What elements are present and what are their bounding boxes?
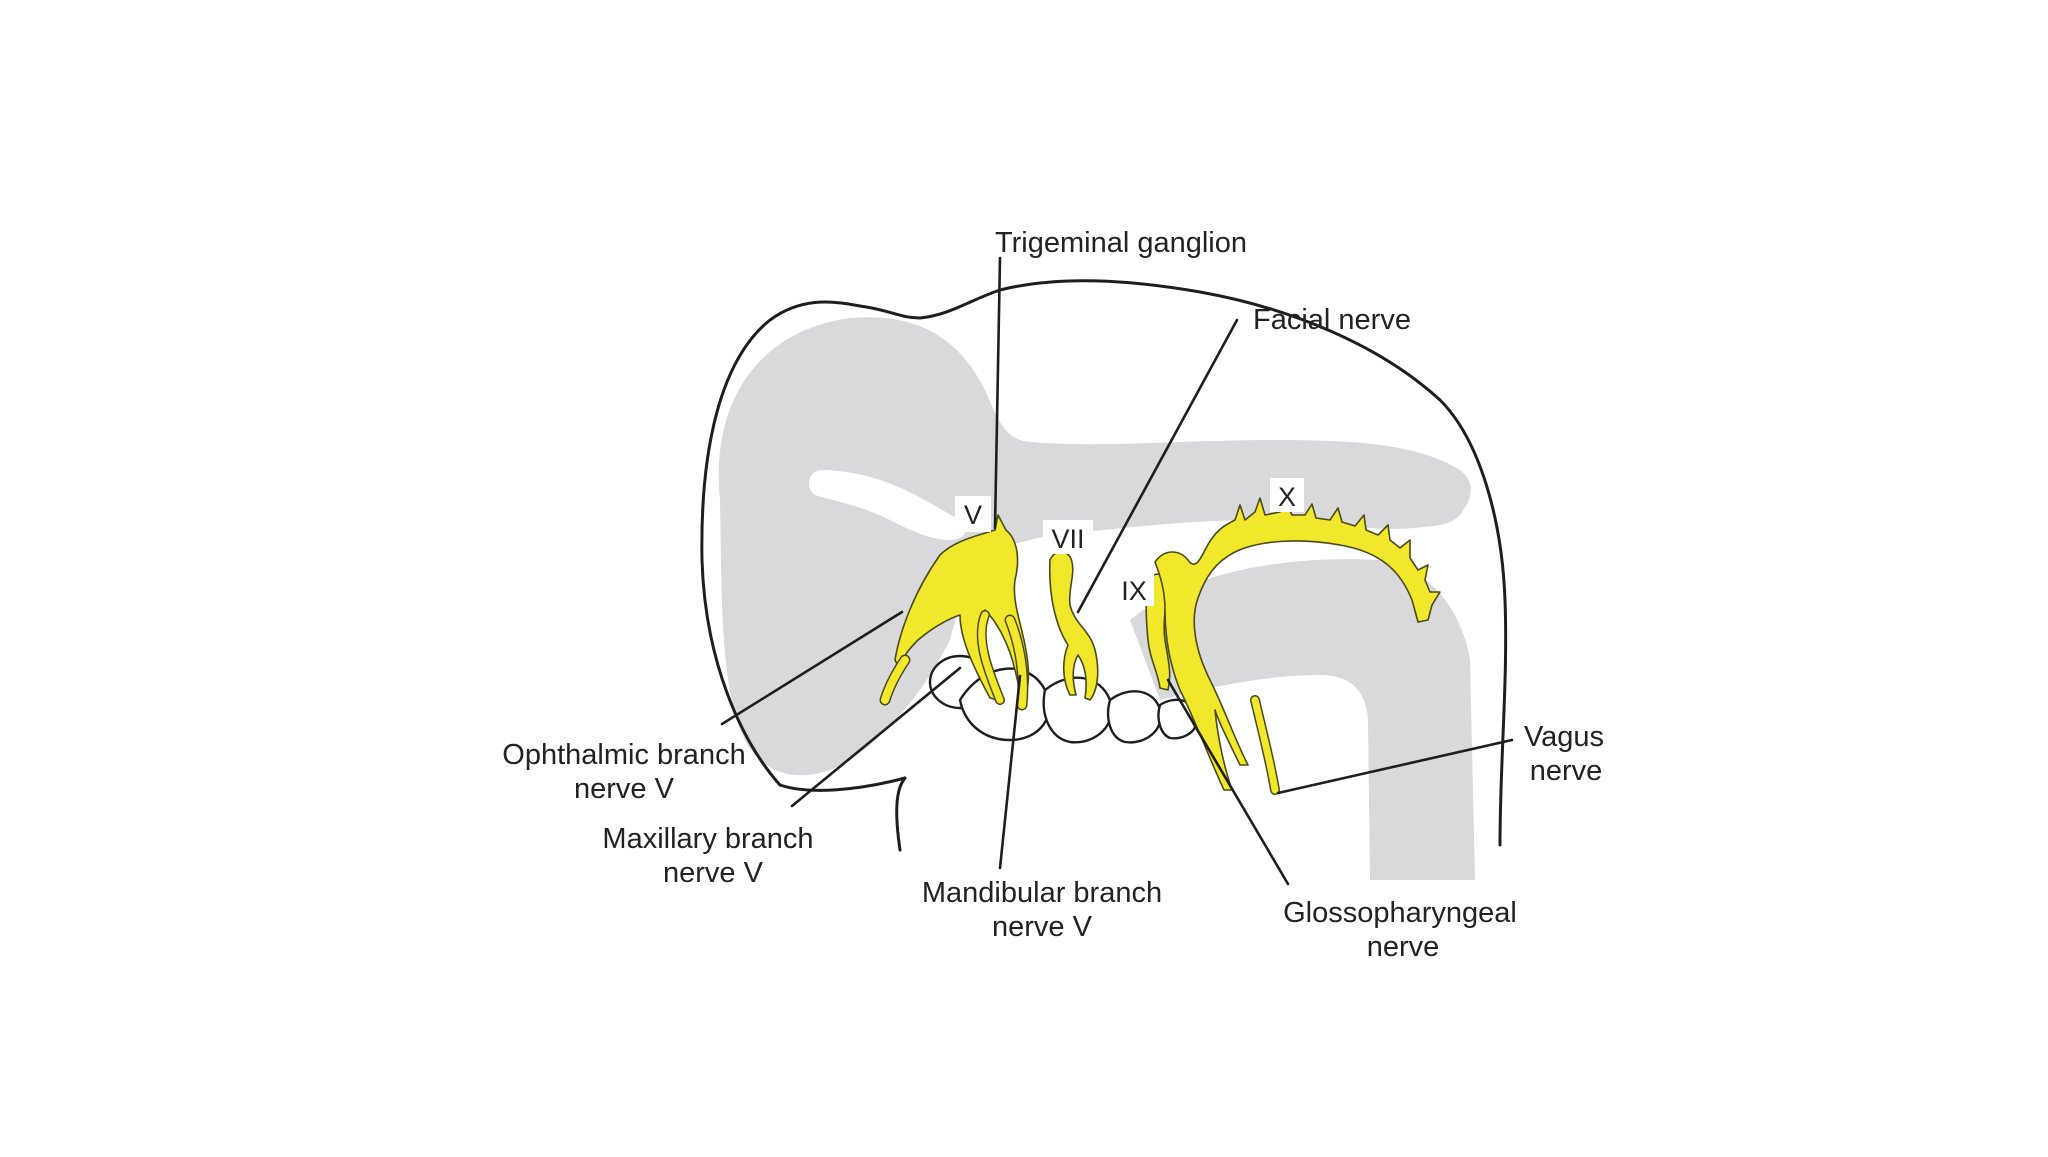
vagus-branch [1251,696,1279,794]
label-vagus-line1: Vagus [1524,721,1604,753]
ventricle-cavity [808,470,966,540]
maxillary-leader [790,666,962,808]
body-front-outline [895,776,907,852]
label-maxillary-line2: nerve V [663,857,764,889]
ophthalmic-leader [720,610,904,726]
label-vagus-line2: nerve [1530,755,1603,787]
leader-lines [720,256,1514,886]
ophthalmic-branch [881,656,909,704]
arch-2 [1042,676,1113,744]
label-mandibular-line1: Mandibular branch [922,877,1162,909]
neck-outline [778,776,907,792]
vagus-nerve-shape [1154,497,1441,791]
label-glossopharyngeal-line2: nerve [1367,931,1440,963]
mandibular-branch [1006,616,1027,709]
glossopharyngeal-leader [1166,678,1290,886]
facial-nerve-shape [1048,551,1099,701]
numeral-v: V [964,500,982,530]
label-facial-nerve: Facial nerve [1253,304,1411,336]
neural-tissue [718,317,1475,880]
vagus-leader [1276,738,1514,795]
arch-3 [1106,690,1162,744]
trigeminal-leader [993,256,1002,530]
mandibular-leader [998,674,1022,870]
label-maxillary-line1: Maxillary branch [602,823,813,855]
cranial-nerves [879,497,1441,795]
text-labels: Trigeminal ganglion Facial nerve Ophthal… [502,227,1604,963]
label-trigeminal-ganglion: Trigeminal ganglion [995,227,1247,259]
numeral-vii: VII [1051,524,1084,554]
arch-4 [1157,698,1199,740]
label-ophthalmic-line1: Ophthalmic branch [502,739,745,771]
maxillary-branch [978,611,1004,704]
label-glossopharyngeal-line1: Glossopharyngeal [1283,897,1517,929]
spinal-cord-shade [1130,559,1475,880]
facial-leader [1076,318,1239,614]
label-ophthalmic-line2: nerve V [574,773,675,805]
hindbrain-shade [1180,455,1465,529]
label-mandibular-line2: nerve V [992,911,1093,943]
numeral-x: X [1278,482,1296,512]
numeral-tags: V VII IX X [955,478,1304,606]
numeral-ix: IX [1121,576,1147,606]
